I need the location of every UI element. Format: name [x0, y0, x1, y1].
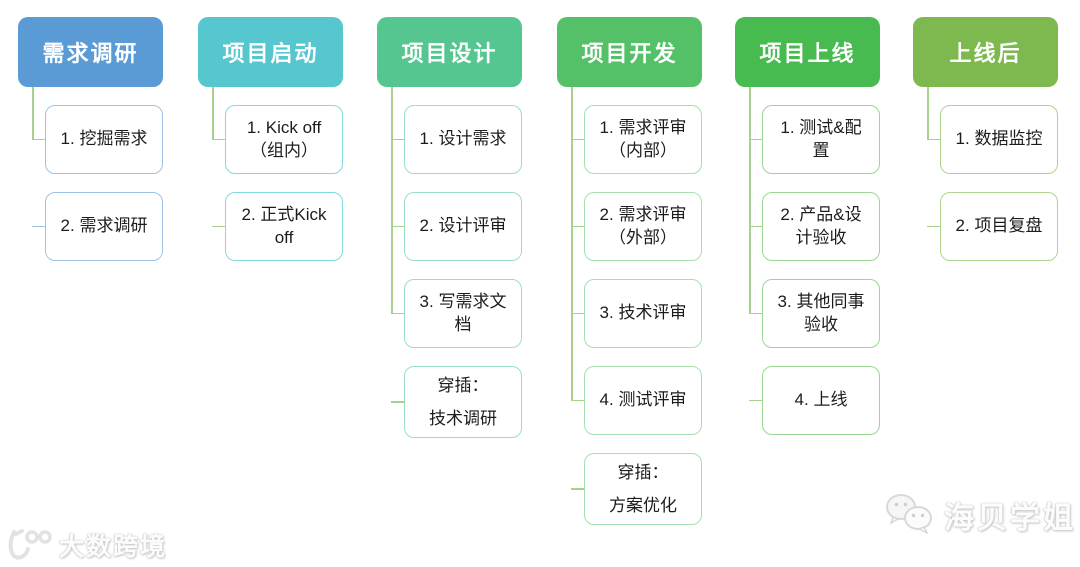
connector-stub: [31, 138, 45, 140]
watermark-bottom-left: 大数跨境: [6, 527, 167, 563]
watermark-left-text: 大数跨境: [59, 533, 168, 561]
task-list: 1. 测试&配置 2. 产品&设计验收 3. 其他同事验收 4. 上线: [748, 105, 880, 435]
connector-stub: [570, 138, 584, 140]
dashu-kuajing-logo-icon: [6, 528, 54, 562]
watermark-bottom-right: 海贝学姐: [884, 492, 1076, 538]
task-text: 2. 产品&设: [780, 204, 862, 224]
connector-trunk: [391, 87, 393, 314]
connector-stub: [211, 225, 225, 227]
watermark-right-text: 海贝学姐: [944, 502, 1076, 535]
connector-stub: [570, 488, 584, 490]
task-list: 1. 挖掘需求 2. 需求调研: [31, 105, 163, 261]
task-text: 方案优化: [609, 496, 677, 516]
task-text: 1. 测试&配: [780, 117, 862, 137]
connector-stub: [211, 138, 225, 140]
task-box: 穿插： 技术调研: [390, 366, 522, 439]
task-box: 4. 上线: [748, 366, 880, 435]
flow-column-stage-4: 项目开发 1. 需求评审 （内部） 2. 需求评审 （外部） 3. 技术评审 4. 测试评审…: [557, 17, 702, 543]
connector-stub: [570, 312, 584, 314]
task-text: （内部）: [609, 140, 677, 160]
connector-stub: [748, 225, 762, 227]
task-box: 1. 数据监控: [926, 105, 1058, 174]
connector-stub: [390, 312, 404, 314]
flow-column-stage-2: 项目启动 1. Kick off （组内） 2. 正式Kick off: [198, 17, 343, 279]
stage-header-stage-3: 项目设计: [377, 17, 522, 87]
task-text: 3. 写需求文: [419, 291, 507, 311]
task-box: 2. 设计评审: [390, 192, 522, 261]
connector-trunk: [212, 87, 214, 139]
wechat-icon: [884, 492, 936, 538]
task-box: 2. 需求调研: [31, 192, 163, 261]
task-box: 1. 设计需求: [390, 105, 522, 174]
task-text: 置: [812, 140, 830, 160]
connector-stub: [926, 225, 940, 227]
task-text: 穿插：: [617, 463, 669, 482]
connector-stub: [748, 399, 762, 401]
task-text: 2. 设计评审: [419, 216, 507, 236]
flow-column-stage-1: 需求调研 1. 挖掘需求 2. 需求调研: [18, 17, 163, 279]
task-box: 2. 产品&设计验收: [748, 192, 880, 261]
task-text: 验收: [804, 314, 838, 334]
task-text: 1. 挖掘需求: [60, 129, 148, 149]
stage-header-stage-6: 上线后: [913, 17, 1058, 87]
task-text: 3. 其他同事: [777, 291, 865, 311]
task-text: 穿插：: [437, 376, 489, 395]
task-text: 2. 正式Kick: [241, 204, 327, 224]
flow-column-stage-3: 项目设计 1. 设计需求 2. 设计评审 3. 写需求文档穿插： 技术调研: [377, 17, 522, 456]
task-box: 1. 需求评审 （内部）: [570, 105, 702, 174]
connector-stub: [390, 401, 404, 403]
task-box: 2. 正式Kick off: [211, 192, 343, 261]
task-text: off: [274, 227, 294, 247]
task-text: 1. 数据监控: [955, 129, 1043, 149]
connector-stub: [748, 312, 762, 314]
task-box: 2. 项目复盘: [926, 192, 1058, 261]
task-box: 4. 测试评审: [570, 366, 702, 435]
task-text: 1. Kick off: [246, 117, 322, 137]
task-box: 穿插： 方案优化: [570, 453, 702, 526]
task-text: 4. 测试评审: [599, 390, 687, 410]
stage-header-stage-2: 项目启动: [198, 17, 343, 87]
task-text: 档: [454, 314, 472, 334]
flow-column-stage-5: 项目上线 1. 测试&配置 2. 产品&设计验收 3. 其他同事验收 4. 上线: [735, 17, 880, 453]
task-list: 1. 数据监控 2. 项目复盘: [926, 105, 1058, 261]
connector-stub: [570, 399, 584, 401]
connector-stub: [31, 225, 45, 227]
task-text: 3. 技术评审: [599, 303, 687, 323]
task-box: 3. 其他同事验收: [748, 279, 880, 348]
connector-trunk: [32, 87, 34, 139]
connector-stub: [390, 225, 404, 227]
task-text: 4. 上线: [794, 390, 848, 410]
stage-header-stage-5: 项目上线: [735, 17, 880, 87]
connector-stub: [748, 138, 762, 140]
task-text: （外部）: [609, 227, 677, 247]
task-box: 3. 技术评审: [570, 279, 702, 348]
task-list: 1. 需求评审 （内部） 2. 需求评审 （外部） 3. 技术评审 4. 测试评审穿插： 方…: [570, 105, 702, 526]
task-box: 1. 挖掘需求: [31, 105, 163, 174]
task-text: 2. 需求调研: [60, 216, 148, 236]
task-text: （组内）: [250, 140, 318, 160]
task-text: 1. 需求评审: [599, 117, 687, 137]
task-text: 2. 需求评审: [599, 204, 687, 224]
stage-header-stage-1: 需求调研: [18, 17, 163, 87]
task-text: 1. 设计需求: [419, 129, 507, 149]
task-box: 2. 需求评审 （外部）: [570, 192, 702, 261]
task-box: 3. 写需求文档: [390, 279, 522, 348]
task-list: 1. 设计需求 2. 设计评审 3. 写需求文档穿插： 技术调研: [390, 105, 522, 439]
stage-header-stage-4: 项目开发: [557, 17, 702, 87]
connector-trunk: [749, 87, 751, 313]
task-box: 1. Kick off （组内）: [211, 105, 343, 174]
connector-stub: [926, 138, 940, 140]
flow-column-stage-6: 上线后 1. 数据监控 2. 项目复盘: [913, 17, 1058, 279]
task-list: 1. Kick off （组内） 2. 正式Kick off: [211, 105, 343, 261]
task-box: 1. 测试&配置: [748, 105, 880, 174]
connector-stub: [390, 138, 404, 140]
connector-stub: [570, 225, 584, 227]
task-text: 2. 项目复盘: [955, 216, 1043, 236]
task-text: 技术调研: [429, 409, 497, 429]
connector-trunk: [571, 87, 573, 401]
task-text: 计验收: [795, 227, 847, 247]
connector-trunk: [927, 87, 929, 139]
